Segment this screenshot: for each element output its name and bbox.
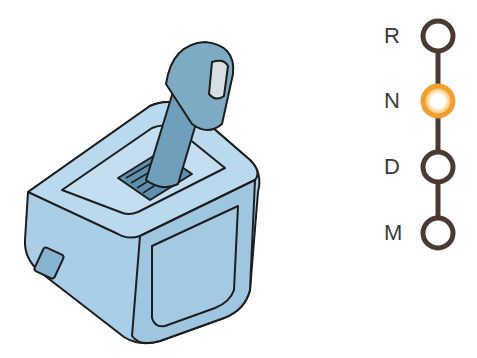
gear-letter: M: [384, 222, 402, 244]
front-panel: [152, 206, 238, 326]
gear-letter: D: [384, 156, 400, 178]
position-circle: [416, 145, 460, 189]
position-circle: [416, 79, 460, 123]
position-circle: [416, 14, 460, 58]
gear-position: D: [384, 145, 464, 189]
knob-button: [209, 61, 228, 99]
gear-position: N: [384, 79, 464, 123]
side-slot: [34, 247, 65, 280]
position-track: [436, 118, 441, 150]
gear-letter: R: [384, 25, 400, 47]
shifter-base: [25, 102, 259, 343]
lever-knob: [166, 42, 233, 130]
position-circle: [416, 211, 460, 255]
gear-position: M: [384, 211, 464, 255]
gear-letter: N: [384, 90, 400, 112]
gear-position: R: [384, 14, 464, 58]
position-track: [436, 184, 441, 216]
base-top-panel: [62, 125, 225, 214]
position-track: [436, 53, 441, 84]
